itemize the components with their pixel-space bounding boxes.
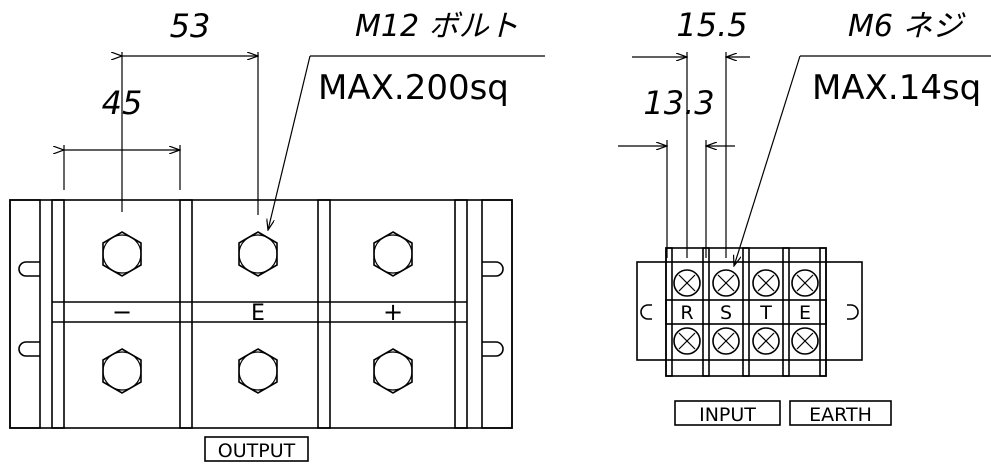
- dimension-45: 45: [102, 84, 143, 122]
- dimension-13-3: 13.3: [643, 84, 714, 122]
- output-label-box: [204, 436, 309, 462]
- terminal-label-plus: +: [383, 298, 403, 326]
- label-strip: [665, 299, 827, 325]
- mount-slot-br: [482, 341, 504, 357]
- leader-line: [734, 55, 801, 266]
- mount-slot-bl: [18, 341, 40, 357]
- mount-slot-right: [847, 304, 859, 320]
- mount-slot-left: [640, 304, 652, 320]
- leader-line: [268, 55, 311, 230]
- hex-bolts: [102, 231, 413, 394]
- input-label-box: [674, 400, 781, 426]
- input-label: INPUT: [699, 404, 756, 426]
- earth-label-box: [789, 400, 892, 426]
- terminal-label-r: R: [680, 302, 693, 324]
- terminal-label-s: S: [720, 302, 732, 324]
- output-label: OUTPUT: [218, 440, 296, 462]
- screw-spec: M6 ネジ: [848, 9, 967, 44]
- max-wire-size: MAX.14sq: [812, 68, 981, 108]
- terminal-label-minus: −: [112, 298, 132, 326]
- dimension-53: 53: [170, 7, 211, 45]
- mount-slot-tl: [18, 261, 40, 277]
- terminal-label-e: E: [251, 301, 265, 326]
- left-flange: [9, 199, 41, 429]
- dimension-15-5: 15.5: [676, 6, 747, 44]
- terminal-label-e: E: [799, 302, 811, 324]
- max-wire-size: MAX.200sq: [318, 68, 509, 108]
- bolt-spec: M12 ボルト: [355, 9, 519, 44]
- earth-label: EARTH: [809, 404, 872, 426]
- terminal-label-t: T: [759, 302, 772, 324]
- barriers: [51, 199, 468, 429]
- input-terminal-block: R S T E 15.5 13.3 M6 ネジ MAX.14sq INPUT E…: [618, 6, 991, 426]
- output-terminal-block: − E + 53 45 M12 ボルト MAX.200sq OUTPUT: [9, 7, 545, 462]
- mount-slot-tr: [482, 261, 504, 277]
- right-flange: [481, 199, 513, 429]
- screws: [673, 269, 819, 355]
